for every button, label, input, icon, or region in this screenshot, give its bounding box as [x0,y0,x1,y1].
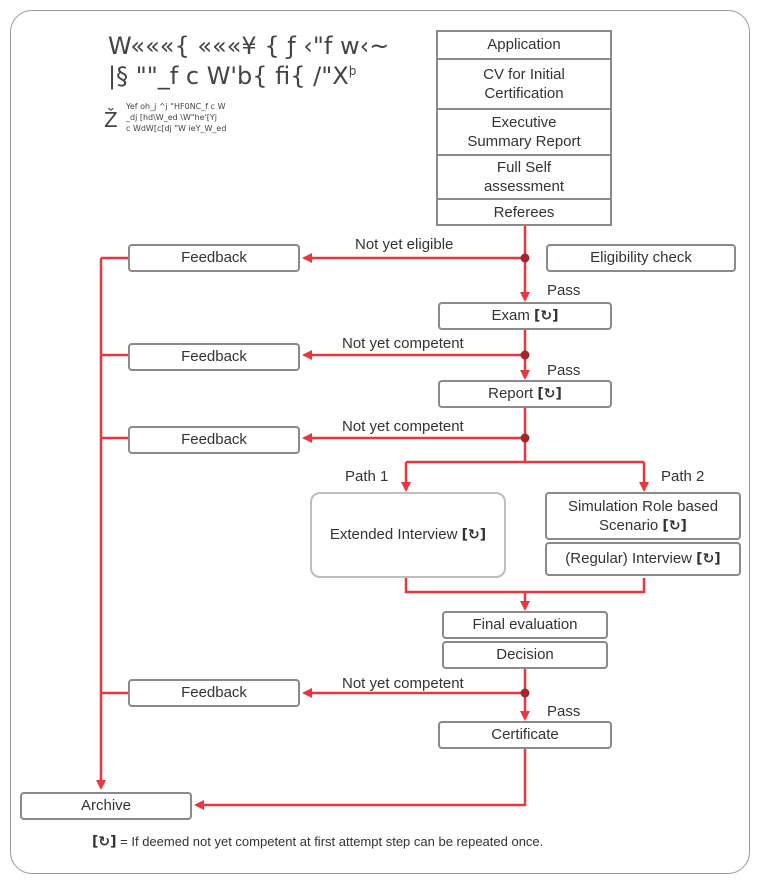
header-small-2: _dj [hd\W_ed \W"he'[Yj [126,113,217,122]
merge-line [404,578,646,594]
extended-interview-label: Extended Interview [329,526,458,544]
feedback-box-2: Feedback [128,343,300,371]
label-path-1: Path 1 [345,468,389,485]
header-line-1: W«««{ «««¥ { ƒ ‹"f w‹~ [108,32,390,60]
certificate-to-archive [194,749,527,810]
diagram-frame [10,10,750,874]
exam-box: Exam [↻] [438,302,612,330]
feedback-box-4: Feedback [128,679,300,707]
stack-item-executive-summary: Executive Summary Report [438,110,610,156]
report-label: Report [488,385,534,403]
eligibility-check-box: Eligibility check [546,244,736,272]
repeat-icon: [↻] [533,307,559,324]
report-box: Report [↻] [438,380,612,408]
simulation-label: Simulation Role based Scenario [567,497,719,535]
regular-interview-label: (Regular) Interview [565,550,692,568]
extended-interview-box: Extended Interview [↻] [310,492,506,578]
decision-box: Decision [442,641,608,669]
simulation-box: Simulation Role based Scenario [↻] [545,492,741,540]
junction-dot-1 [520,253,530,263]
certificate-box: Certificate [438,721,612,749]
label-not-yet-competent-1: Not yet competent [342,335,464,352]
header-mark: Ž [104,108,118,132]
final-evaluation-box: Final evaluation [442,611,608,639]
header-small-3: c WdW[c[dj "W ieY_W_ed [126,124,227,133]
label-path-2: Path 2 [661,468,705,485]
legend-repeat-icon: [↻] [92,834,117,850]
header-small-1: Yef oh_j ^j "HF0NC_f c W [126,102,226,111]
repeat-icon: [↻] [696,550,721,567]
feedback-box-3: Feedback [128,426,300,454]
application-stack: Application CV for Initial Certification… [436,30,612,226]
label-pass-1: Pass [547,282,581,299]
regular-interview-box: (Regular) Interview [↻] [545,542,741,576]
label-not-yet-competent-3: Not yet competent [342,675,464,692]
junction-dot-3 [520,433,530,443]
stack-item-referees: Referees [493,204,555,222]
label-not-yet-competent-2: Not yet competent [342,418,464,435]
repeat-icon: [↻] [537,385,562,402]
legend-text: = If deemed not yet competent at first a… [120,834,544,849]
label-pass-3: Pass [547,703,581,720]
label-not-yet-eligible: Not yet eligible [355,236,454,253]
header-line-2-text: |§ ""_f c W'b{ fi{ /"X [108,62,349,90]
repeat-icon: [↻] [461,526,487,543]
exam-label: Exam [491,307,530,325]
junction-dot-4 [520,688,530,698]
repeat-icon: [↻] [662,518,687,534]
archive-box: Archive [20,792,192,820]
stack-item-cv: CV for Initial Certification [438,60,610,110]
header-line-2: |§ ""_f c W'b{ fi{ /"Xþ [108,62,356,90]
simulation-text: Simulation Role based Scenario [↻] [557,497,729,536]
label-pass-2: Pass [547,362,581,379]
legend: [↻] = If deemed not yet competent at fir… [92,834,543,850]
feedback-box-1: Feedback [128,244,300,272]
stack-item-self-assessment: Full Self assessment [438,156,610,200]
junction-dot-2 [520,350,530,360]
header-line-2-sup: þ [348,64,357,78]
stack-item-application: Application [438,32,610,60]
